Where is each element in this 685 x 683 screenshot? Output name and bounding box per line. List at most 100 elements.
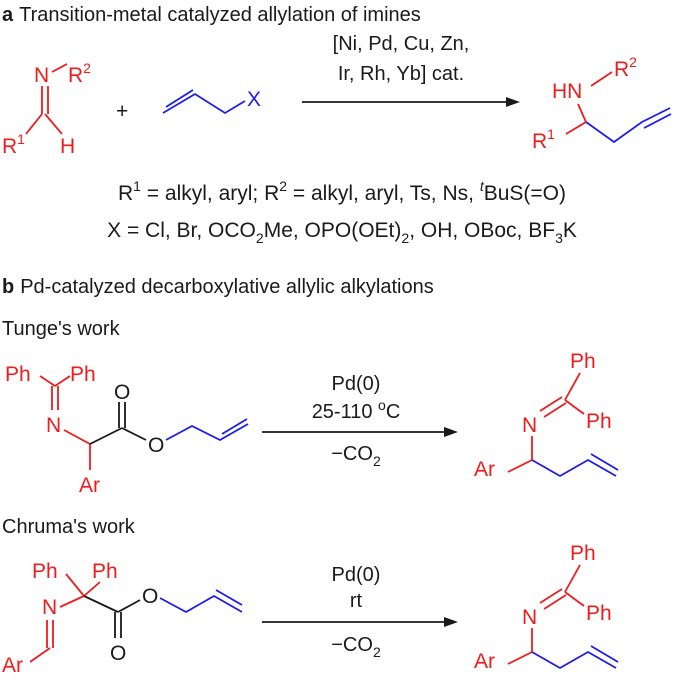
tunge-prod-cn-bond-1 [539,396,563,412]
tunge-sm-ar-group: Ar [79,474,100,497]
tunge-co2-sub: 2 [373,453,381,469]
chruma-sm-ar-group: Ar [2,654,23,677]
def-r2-sup: 2 [279,178,287,194]
chruma-sm-n-c-bond [59,595,85,608]
def-tbu-sup: t [480,178,485,194]
product-r2-group: R2 [614,54,637,81]
tunge-product: Ph Ph N Ar [474,350,619,481]
tunge-prod-cn-bond-2 [543,402,567,418]
chruma-prod-c-ph-top-bond [564,564,581,593]
tunge-prod-ar-group: Ar [474,458,495,481]
tunge-prod-c-ph-top-bond [564,372,581,401]
chruma-co2-text: −CO [331,634,373,656]
tunge-starting-material: Ph Ph N Ar O O [5,363,249,497]
product-n-r2-bond [590,71,613,87]
chruma-starting-material: Ph Ph N Ar O O [2,560,243,677]
product-allyl-double-bond [643,113,672,129]
chruma-sm-ester-o: O [142,585,158,608]
substituent-definitions-x: X = Cl, Br, OCO2Me, OPO(OEt)2, OH, OBoc,… [107,219,577,246]
chruma-sm-ph-right: Ph [92,560,118,583]
product-r2-letter: R [614,58,629,81]
allyl-x-reactant: X [162,88,261,115]
tunge-sm-ph-left: Ph [5,363,31,386]
allyl-chain [162,92,246,115]
tunge-prod-c-ph-right-bond [564,399,585,415]
tunge-sm-n-c-bond [63,429,91,445]
chruma-prod-c-ar-bond [507,651,533,665]
product-allyl-chain [585,107,671,144]
chruma-prod-ar-group: Ar [474,650,495,673]
section-a-title: Transition-metal catalyzed allylation of… [19,4,421,26]
tunge-temp-unit: C [386,401,400,423]
conditions-a-line2: Ir, Rh, Yb] cat. [338,63,464,85]
def-x-d: K [563,219,577,242]
def-x-c: , OH, OBoc, BF [409,219,555,242]
section-b-header: b Pd-catalyzed decarboxylative allylic al… [2,276,434,298]
substituent-definitions-r: R1 = alkyl, aryl; R2 = alkyl, aryl, Ts, … [118,178,566,205]
product-r1-superscript: 1 [547,126,555,142]
imine-c-h-bond [44,113,63,135]
tunge-sm-ph-right: Ph [70,363,96,386]
tunge-condition-catalyst: Pd(0) [332,373,381,395]
imine-r1-group: R1 [2,131,25,158]
tunge-sm-allyl-chain [165,423,249,442]
imine-n-r2-bond [51,63,68,73]
def-x-a-sub: 2 [256,230,264,246]
chruma-prod-n-atom: N [522,606,537,629]
tunge-work-label: Tunge's work [2,318,121,340]
reaction-arrow-a-head [506,97,520,107]
chruma-sm-carbonyl-o: O [110,642,126,665]
tunge-prod-c-ar-bond [507,459,533,473]
chruma-sm-c-carbonyl-bond [83,595,119,613]
tunge-prod-allyl-chain [531,458,617,478]
conditions-a-line1: [Ni, Pd, Cu, Zn, [333,33,470,55]
chruma-sm-c-ph-left-bond [65,573,85,597]
tunge-prod-ph-top: Ph [570,350,596,373]
def-r1-sup: 1 [133,178,141,194]
tunge-prod-ph-right: Ph [586,410,612,433]
tunge-condition-temperature: 25-110 oC [312,397,401,423]
chruma-condition-decarboxylation: −CO2 [331,634,381,660]
imine-r2-letter: R [68,64,83,87]
imine-reactant: N R2 R1 H [2,60,91,158]
allyl-double-bond [165,89,194,108]
tunge-sm-allyl-double-bond [221,418,248,435]
chruma-sm-n-atom: N [42,596,57,619]
chruma-product: Ph Ph N Ar [474,542,619,673]
chruma-sm-allyl-chain [159,594,243,614]
chruma-co2-sub: 2 [373,644,381,660]
tunge-sm-carbonyl-o: O [114,381,130,404]
imine-n-atom: N [34,64,49,87]
allyl-leaving-group-x: X [247,88,261,111]
tunge-sm-c-carbonyl-bond [89,427,123,445]
chruma-prod-cn-bond-2 [543,594,567,610]
tunge-sm-n-atom: N [46,414,61,437]
def-tbu-text: BuS(=O) [484,182,566,205]
section-b-letter: b [2,276,14,298]
product-hn-group: HN [552,80,582,103]
tunge-sm-c-ph-right-bond [54,375,71,387]
chruma-condition-temperature: rt [350,590,363,612]
chruma-prod-c-ph-right-bond [564,591,585,607]
chruma-prod-allyl-chain [531,650,617,670]
reaction-arrow-chruma-head [444,617,458,627]
section-a-letter: a [2,4,14,26]
def-r2-text: = alkyl, aryl, Ts, Ns, [287,182,480,205]
imine-r1-superscript: 1 [17,131,25,147]
tunge-sm-c-ph-left-bond [39,375,56,387]
chruma-sm-ph-left: Ph [32,560,58,583]
def-r1: R [118,182,133,205]
reaction-arrow-tunge-head [444,427,458,437]
tunge-prod-allyl-double-bond [590,453,619,471]
plus-sign: + [116,100,128,123]
chruma-sm-c-o-bond [117,599,141,613]
tunge-sm-ester-o: O [148,434,164,457]
imine-r2-group: R2 [68,60,91,87]
section-b-title: Pd-catalyzed decarboxylative allylic alk… [20,276,434,298]
tunge-temp-value: 25-110 [312,401,378,423]
chruma-prod-ph-top: Ph [570,542,596,565]
chruma-prod-ph-right: Ph [586,602,612,625]
tunge-co2-text: −CO [331,443,373,465]
tunge-prod-n-atom: N [522,414,537,437]
